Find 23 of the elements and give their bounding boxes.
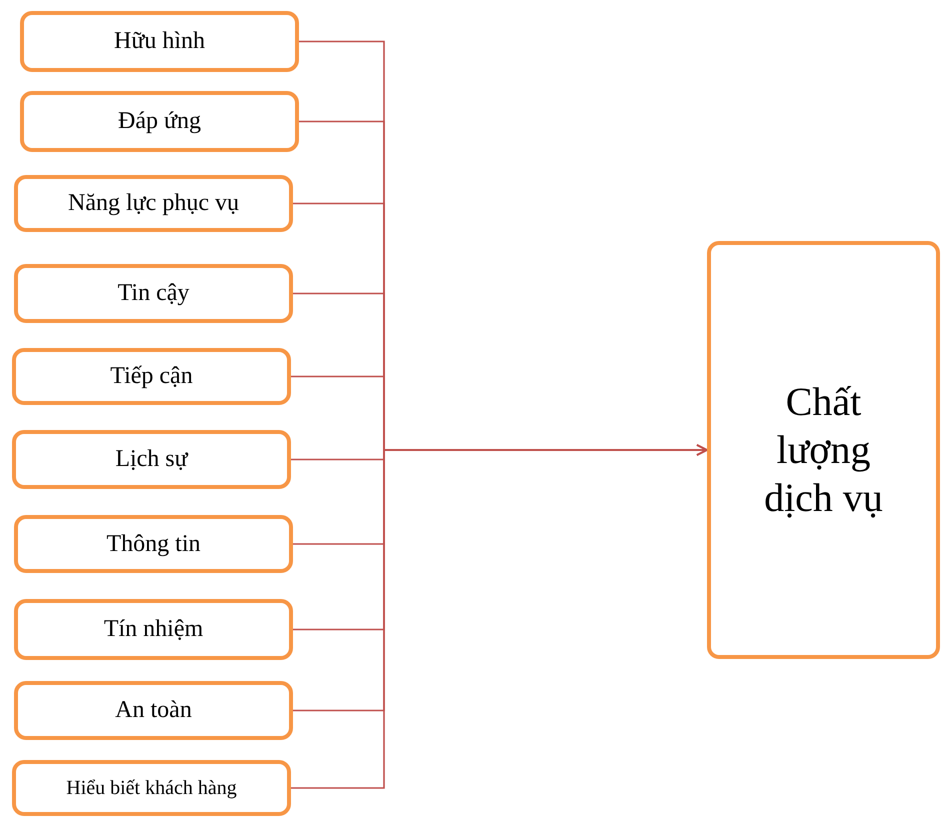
box-label: Hiểu biết khách hàng: [66, 777, 237, 799]
box-label: Thông tin: [106, 530, 200, 558]
factor-box: [14, 264, 293, 323]
box-label: Tiếp cận: [110, 363, 193, 390]
factor-box: [12, 430, 291, 489]
factor-box: [12, 348, 291, 405]
box-label: Tin cậy: [118, 280, 190, 307]
factor-box: [14, 681, 293, 740]
box-label: Chất lượng dịch vụ: [763, 378, 884, 522]
box-label: An toàn: [115, 697, 192, 724]
box-label: Đáp ứng: [118, 108, 201, 135]
factor-box: [20, 91, 299, 152]
factor-box: [14, 175, 293, 232]
result-box: [707, 241, 940, 659]
factor-box: [14, 515, 293, 573]
factor-box: [20, 11, 299, 72]
factor-box: [14, 599, 293, 660]
box-label: Năng lực phục vụ: [68, 190, 239, 217]
box-label: Hữu hình: [114, 28, 205, 55]
box-label: Lịch sự: [115, 446, 188, 473]
box-label: Tín nhiệm: [104, 616, 204, 643]
connector-arrow: [291, 444, 708, 789]
factor-box: [12, 760, 291, 816]
